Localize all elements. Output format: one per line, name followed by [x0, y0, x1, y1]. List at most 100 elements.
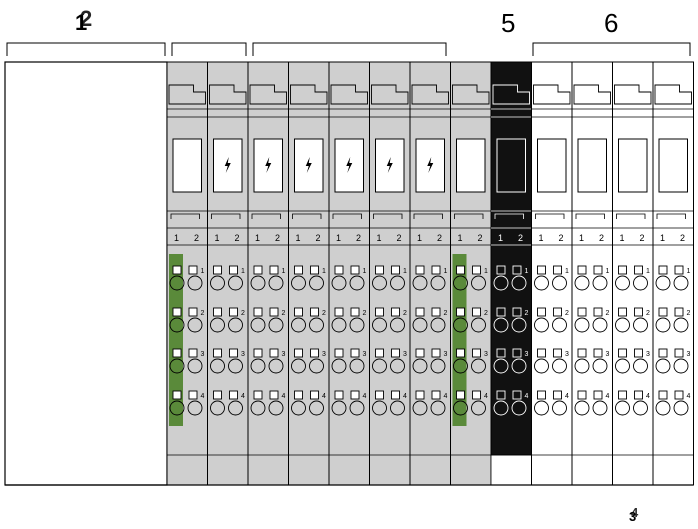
release-button: [415, 307, 425, 317]
lightning-icon: [346, 157, 353, 173]
terminal-number-1: 1: [620, 233, 625, 243]
release-button: [553, 390, 562, 400]
strip-bracket: [251, 213, 281, 219]
wire-entry: [471, 358, 486, 374]
wire-entry: [574, 275, 590, 291]
release-button: [391, 307, 400, 317]
release-button: [456, 307, 465, 317]
lightning-icon: [386, 157, 393, 173]
module-latch: [452, 84, 490, 105]
wire-entry: [592, 275, 608, 291]
wire-entry: [592, 400, 608, 416]
release-button: [512, 390, 522, 400]
row-number: 2: [687, 310, 691, 317]
wire-entry: [552, 358, 567, 374]
terminal-number-2: 2: [437, 233, 442, 243]
wire-entry: [268, 400, 284, 416]
bracket-white-modules: [532, 42, 691, 56]
terminal-number-1: 1: [539, 233, 544, 243]
wire-entry: [390, 358, 405, 374]
release-button: [229, 390, 238, 400]
row-number: 2: [525, 310, 529, 317]
release-button: [310, 390, 319, 400]
release-button: [350, 390, 360, 400]
row-number: 4: [322, 393, 326, 400]
release-button: [375, 348, 384, 358]
wire-entry: [331, 400, 347, 416]
row-number: 1: [322, 268, 326, 275]
wire-entry: [309, 358, 324, 374]
release-button: [415, 348, 425, 358]
release-button: [269, 348, 279, 358]
row-number: 2: [646, 310, 650, 317]
bracket-head-station: [6, 42, 166, 56]
module-latch: [249, 84, 287, 105]
callout-label-2: 2: [80, 6, 93, 31]
callout-label-6: 6: [604, 8, 619, 38]
release-button: [334, 307, 344, 317]
release-button: [577, 348, 587, 358]
row-number: 4: [606, 393, 610, 400]
release-button: [172, 265, 182, 275]
wire-entry: [430, 317, 446, 333]
wire-entry: [453, 317, 468, 333]
release-button: [496, 307, 506, 317]
release-button: [553, 307, 562, 317]
wire-entry: [412, 400, 428, 416]
terminal-number-1: 1: [336, 233, 341, 243]
strip-bracket: [292, 213, 322, 219]
release-button: [456, 265, 465, 275]
module-latch: [533, 84, 571, 105]
wire-entry: [493, 400, 509, 416]
release-button: [172, 390, 182, 400]
row-number: 1: [484, 268, 488, 275]
terminal-number-2: 2: [680, 233, 685, 243]
wire-entry: [633, 358, 648, 374]
release-button: [634, 307, 643, 317]
wire-entry: [349, 358, 365, 374]
terminal-number-2: 2: [599, 233, 604, 243]
release-button: [512, 307, 522, 317]
wire-entry: [673, 358, 689, 374]
wire-entry: [471, 400, 486, 416]
release-button: [618, 307, 627, 317]
lightning-icon: [427, 157, 434, 173]
row-number: 4: [363, 393, 367, 400]
wire-entry: [169, 275, 185, 291]
release-button: [496, 390, 506, 400]
module-latch: [371, 84, 409, 105]
wire-entry: [291, 358, 306, 374]
wire-entry: [187, 400, 203, 416]
release-button: [431, 265, 441, 275]
terminal-number-1: 1: [255, 233, 260, 243]
terminal-number-2: 2: [397, 233, 402, 243]
wire-entry: [655, 275, 671, 291]
release-button: [334, 390, 344, 400]
release-button: [472, 390, 481, 400]
release-button: [658, 307, 668, 317]
release-button: [269, 265, 279, 275]
release-button: [674, 307, 684, 317]
label-window: [537, 138, 567, 193]
wire-entry: [592, 317, 608, 333]
release-button: [431, 348, 441, 358]
wire-entry: [615, 275, 630, 291]
terminal-number-2: 2: [275, 233, 280, 243]
wire-entry: [534, 275, 549, 291]
terminal-number-2: 2: [559, 233, 564, 243]
row-number: 4: [646, 393, 650, 400]
terminal-number-2: 2: [356, 233, 361, 243]
strip-bracket: [211, 213, 241, 219]
release-button: [229, 307, 238, 317]
row-number: 1: [525, 268, 529, 275]
wire-entry: [291, 400, 306, 416]
wire-entry: [210, 358, 225, 374]
release-button: [456, 348, 465, 358]
label-window: [618, 138, 648, 193]
module-latch: [573, 84, 611, 105]
